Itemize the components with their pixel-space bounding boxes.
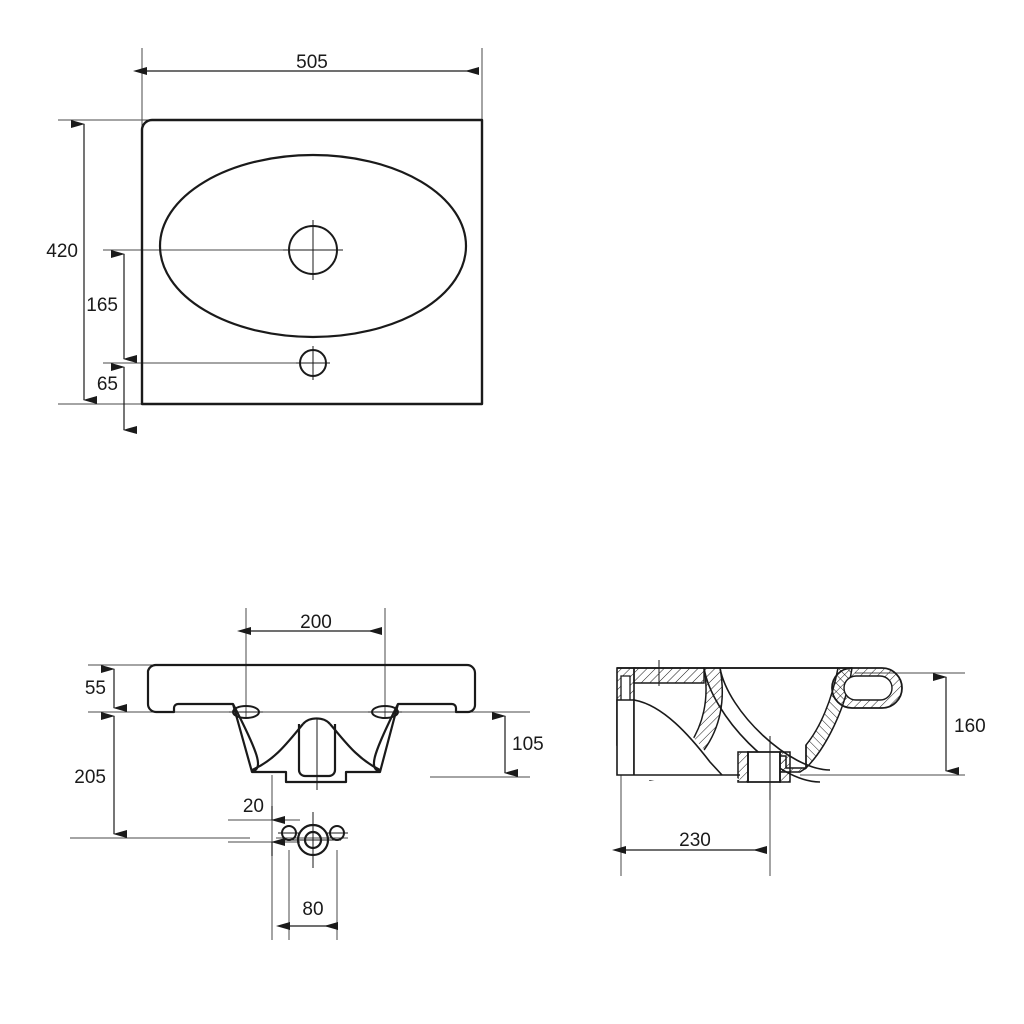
section-skirt-left	[616, 699, 635, 776]
dimension-label-230: 230	[679, 830, 711, 851]
section-waste-boss	[747, 751, 781, 783]
dimension-label-165: 165	[86, 295, 118, 316]
dimension-bowl-105: 105	[491, 711, 544, 778]
section-rim-lip-hollow	[843, 675, 893, 701]
dimension-offset-20: 20	[243, 796, 286, 856]
dimension-label-420: 420	[46, 241, 78, 262]
basin-bowl-ellipse	[158, 153, 468, 339]
section-bowl-outer-arc	[703, 667, 821, 783]
dimension-rim-55: 55	[85, 664, 128, 713]
dimension-height-205: 205	[74, 711, 128, 839]
basin-front-outline	[146, 663, 477, 784]
dimension-label-205: 205	[74, 767, 106, 788]
dimension-label-20: 20	[243, 796, 264, 817]
dimension-label-160: 160	[954, 716, 986, 737]
dimension-label-65: 65	[97, 374, 118, 395]
section-skirt-fill	[634, 700, 740, 780]
dimension-edge-65: 65	[97, 362, 138, 435]
view-section: 230 160	[611, 660, 986, 876]
bowl-dome-right	[329, 723, 381, 771]
section-skirt-curve	[633, 699, 723, 776]
dimension-depth-160: 160	[932, 672, 986, 776]
dimension-label-505: 505	[296, 52, 328, 73]
dimension-label-200: 200	[300, 612, 332, 633]
tap-hole-centermark	[283, 220, 343, 280]
overflow-hole-centermark	[296, 346, 330, 380]
section-bowl-interior-arc	[719, 667, 831, 771]
bowl-right-underside	[372, 703, 399, 774]
dimension-tapholes-200: 200	[236, 612, 383, 636]
section-top-band	[633, 667, 705, 684]
basin-outline-top	[140, 118, 484, 406]
dimension-label-55: 55	[85, 678, 106, 699]
dimension-label-80: 80	[302, 899, 323, 920]
dimension-bracket-80: 80	[275, 899, 339, 931]
section-waste-boss-wall-left	[737, 751, 749, 783]
bowl-left-underside	[232, 703, 260, 774]
dimension-projection-230: 230	[611, 830, 768, 855]
section-waste-boss-wall-right	[779, 751, 791, 783]
dimension-overflow-165: 165	[86, 249, 138, 364]
view-top: 505 420 165 65	[46, 48, 484, 435]
dimension-label-105: 105	[512, 734, 544, 755]
dimension-depth-420: 420	[46, 119, 98, 405]
dimension-width-505: 505	[132, 52, 480, 76]
view-front: 200 55 205 105 20	[70, 608, 544, 940]
